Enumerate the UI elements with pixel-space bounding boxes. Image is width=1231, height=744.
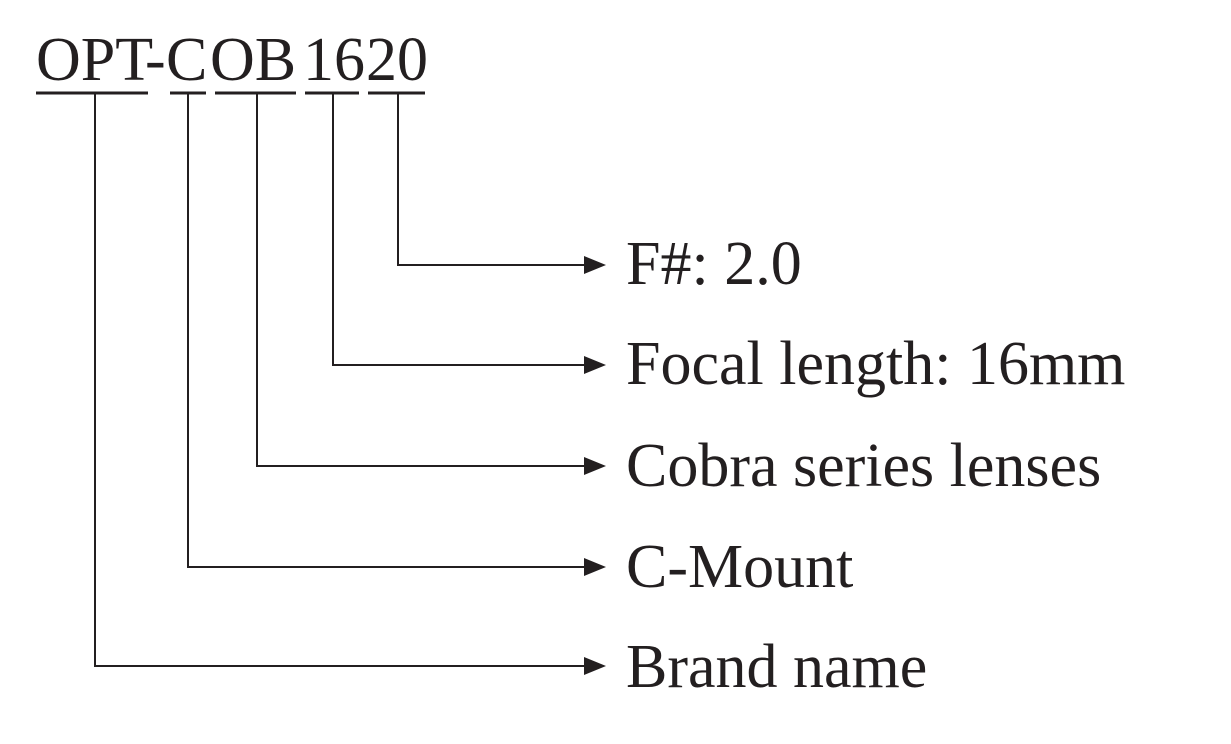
arrow-head-mount <box>584 558 606 576</box>
arrow-head-fnum <box>584 256 606 274</box>
leader-line-focal <box>332 93 588 366</box>
label-mount: C-Mount <box>626 533 853 601</box>
leader-lines <box>94 93 588 667</box>
model-segment-brand: OPT <box>36 26 153 94</box>
label-f-number: F#: 2.0 <box>626 230 802 298</box>
model-number: OPT - C OB 16 20 <box>36 26 428 94</box>
arrow-head-brand <box>584 657 606 675</box>
label-focal-length: Focal length: 16mm <box>626 330 1125 398</box>
leader-line-mount <box>187 93 588 568</box>
arrow-head-series <box>584 457 606 475</box>
arrowheads <box>584 256 606 675</box>
label-brand: Brand name <box>626 633 927 701</box>
leader-line-fnum <box>397 93 588 266</box>
segment-labels: F#: 2.0 Focal length: 16mm Cobra series … <box>626 230 1125 701</box>
label-series: Cobra series lenses <box>626 432 1101 500</box>
model-segment-focal: 16 <box>303 26 365 94</box>
arrow-head-focal <box>584 356 606 374</box>
model-segment-fnum: 20 <box>366 26 428 94</box>
leader-line-series <box>256 93 588 467</box>
leader-line-brand <box>94 93 588 667</box>
model-segment-mount: C <box>166 26 207 94</box>
model-segment-dash: - <box>145 26 166 94</box>
model-segment-series: OB <box>210 26 296 94</box>
